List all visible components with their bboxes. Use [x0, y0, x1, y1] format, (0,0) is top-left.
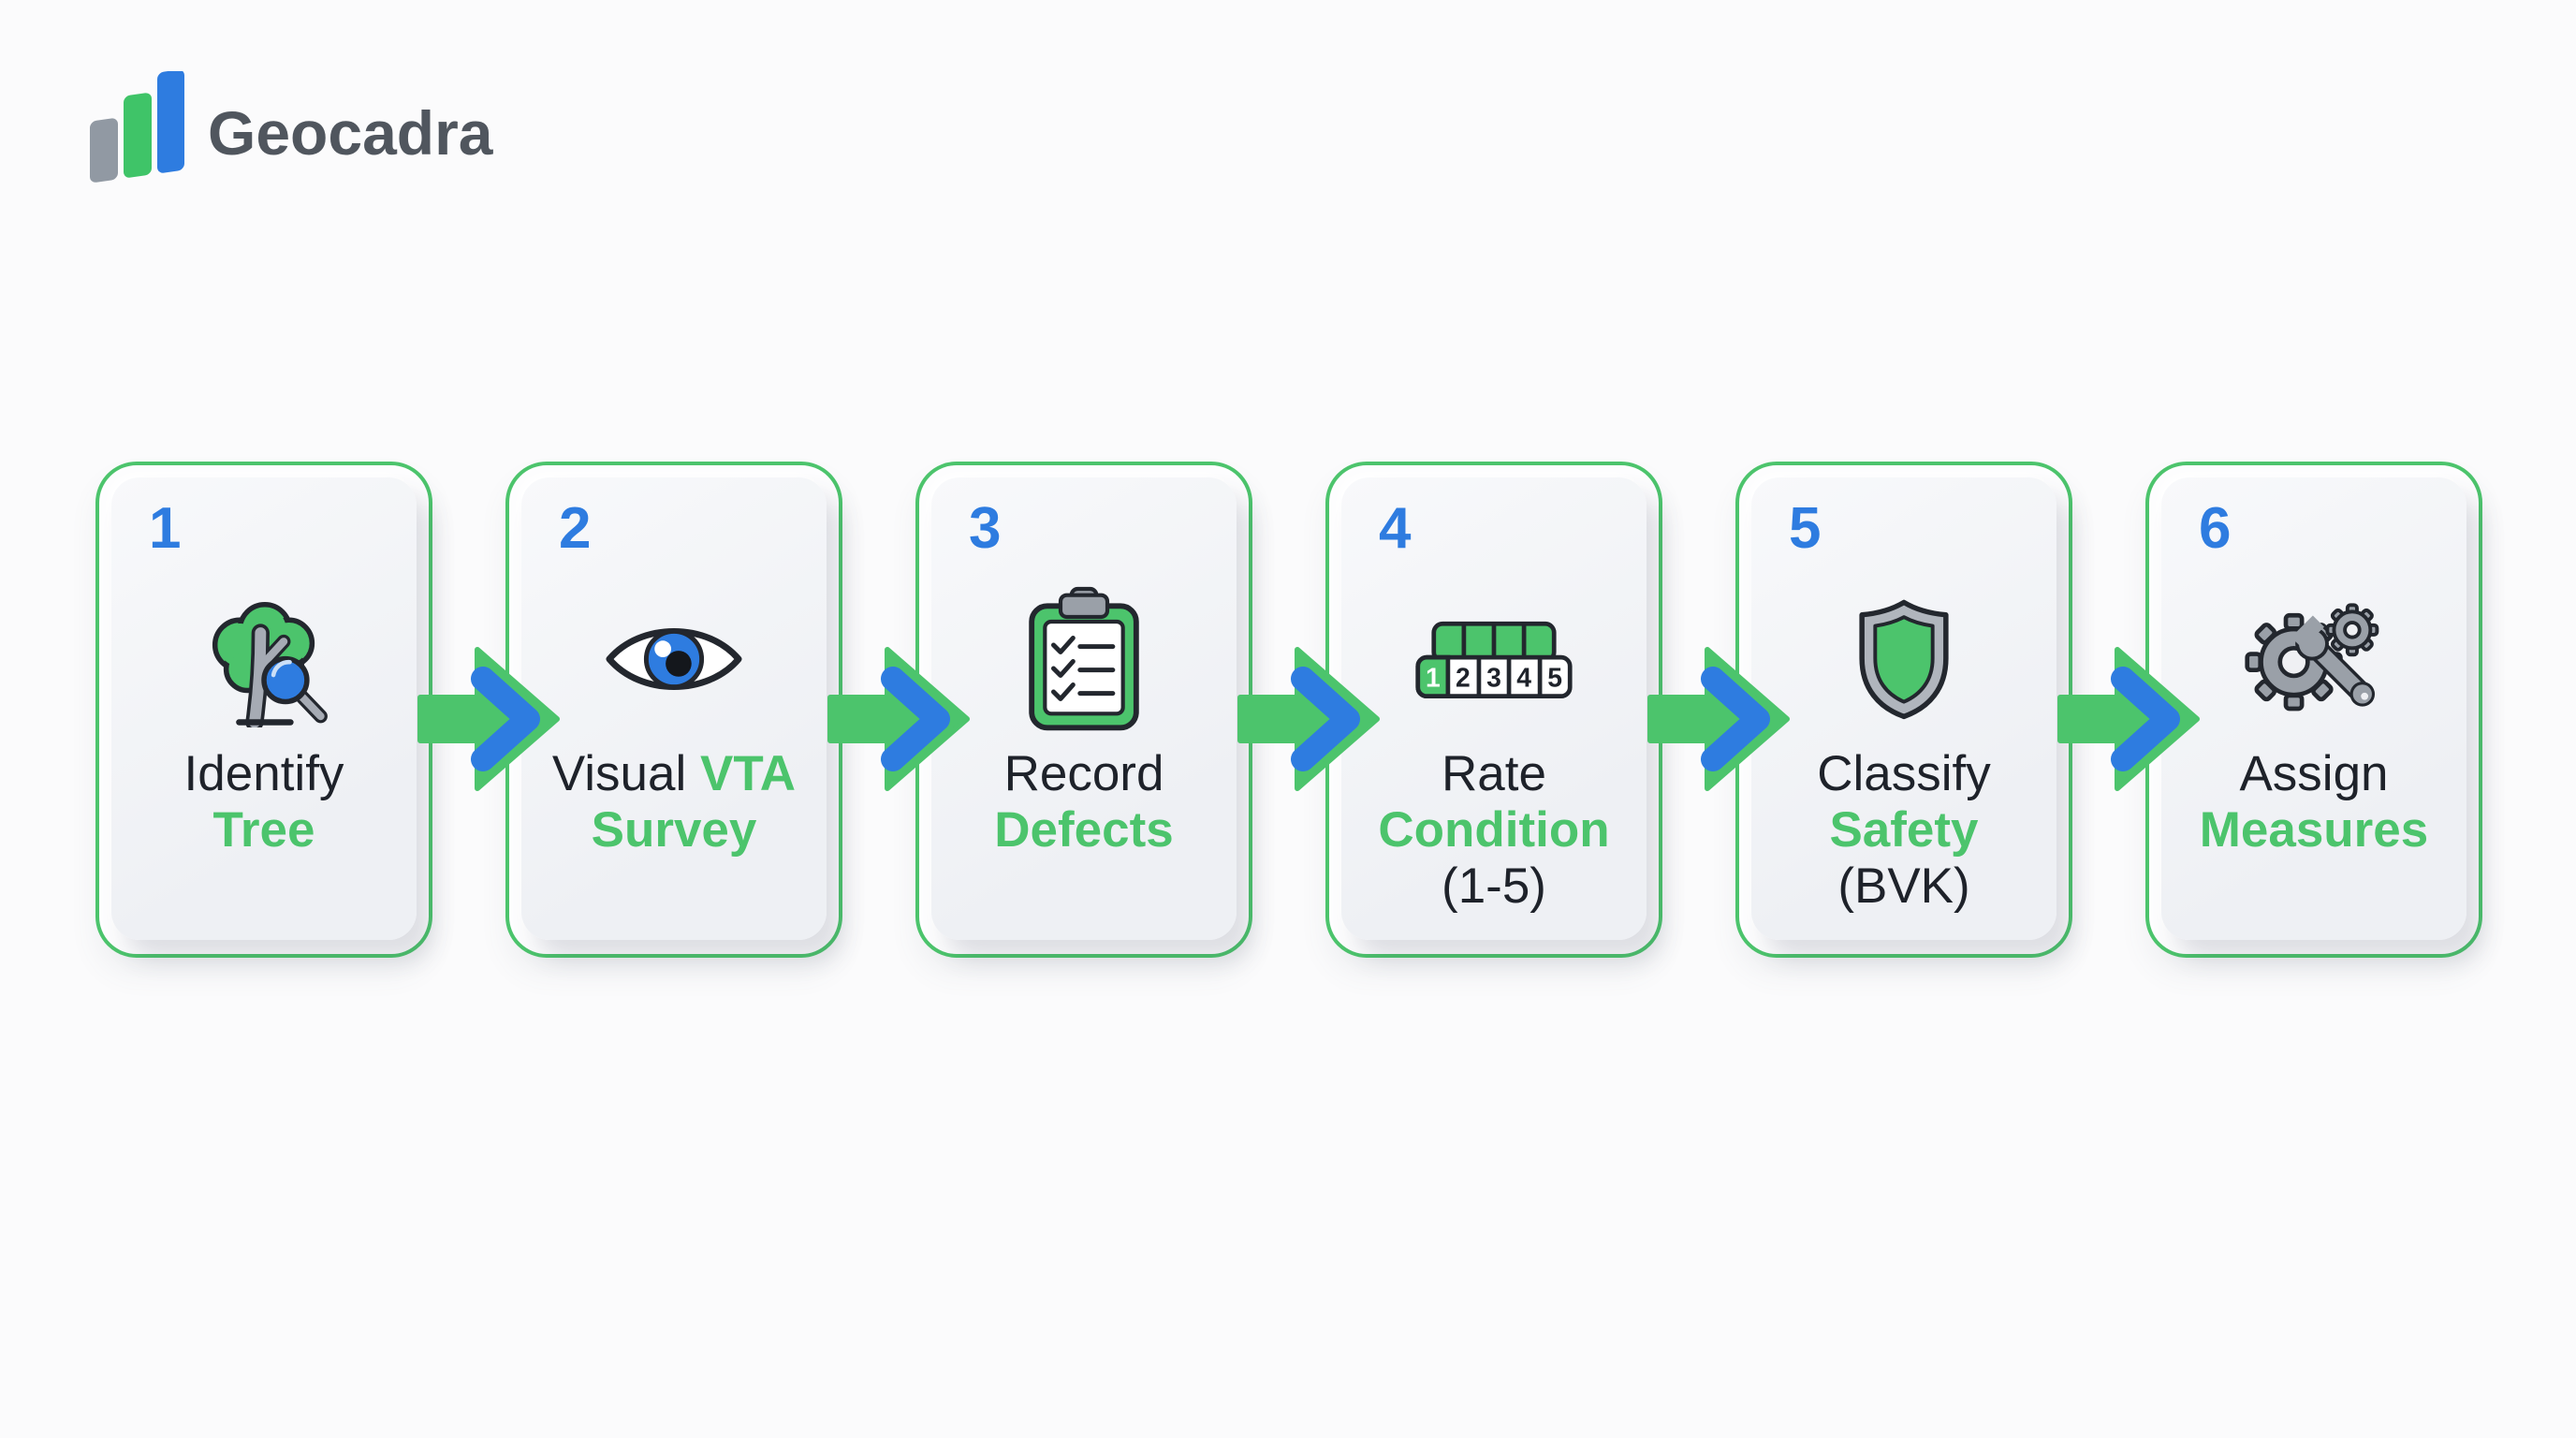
- arrow-right-icon: [417, 647, 560, 791]
- step-number: 5: [1789, 496, 1822, 561]
- svg-text:1: 1: [1426, 663, 1441, 693]
- step-caption: Classify Safety (BVK): [1751, 746, 2056, 915]
- caption-line: Identify: [111, 746, 417, 802]
- arrow-right-icon: [827, 647, 970, 791]
- caption-text: Measures: [2199, 802, 2429, 858]
- step-plate: 2 Visual VTA Survey: [521, 477, 827, 940]
- step-number: 6: [2199, 496, 2232, 561]
- step-plate: 6: [2161, 477, 2466, 940]
- flow-step-6: 6: [2145, 462, 2482, 958]
- caption-line: (1-5): [1341, 858, 1647, 915]
- flow-step-5: 5 Classify Safety (BVK): [1735, 462, 2072, 958]
- caption-text: Safety: [1829, 802, 1979, 858]
- step-caption: Rate Condition (1-5): [1341, 746, 1647, 915]
- svg-text:3: 3: [1486, 663, 1501, 693]
- caption-line: Classify: [1751, 746, 2056, 802]
- caption-line: Defects: [931, 802, 1237, 858]
- step-number: 1: [149, 496, 182, 561]
- rating-scale-icon: 1 2 3 4 5: [1415, 621, 1573, 699]
- arrow-right-icon: [1647, 647, 1790, 791]
- flow-step-4: 4 1 2 3 4 5: [1325, 462, 1662, 958]
- caption-text: Tree: [212, 802, 315, 858]
- caption-text: Visual: [551, 746, 701, 801]
- caption-text: Condition: [1378, 802, 1610, 858]
- eye-icon: [606, 627, 742, 691]
- caption-line: Survey: [521, 802, 827, 858]
- step-number: 3: [969, 496, 1002, 561]
- step-caption: Visual VTA Survey: [521, 746, 827, 858]
- caption-text: Rate: [1442, 746, 1546, 801]
- caption-line: Measures: [2161, 802, 2466, 858]
- caption-text: Identify: [183, 746, 344, 801]
- caption-text: Assign: [2239, 746, 2389, 801]
- clipboard-checklist-icon: [1029, 586, 1139, 731]
- caption-line: Visual VTA: [521, 746, 827, 802]
- logo-bars-icon: [90, 71, 184, 183]
- arrow-right-icon: [1237, 647, 1380, 791]
- caption-text: Survey: [591, 802, 757, 858]
- brand-name: Geocadra: [208, 98, 493, 168]
- tree-magnifier-icon: [212, 601, 328, 727]
- caption-line: Record: [931, 746, 1237, 802]
- step-plate: 1: [111, 477, 417, 940]
- caption-text: (1-5): [1442, 858, 1546, 914]
- step-plate: 4 1 2 3 4 5: [1341, 477, 1647, 940]
- step-caption: Record Defects: [931, 746, 1237, 858]
- gears-wrench-icon: [2245, 603, 2379, 712]
- step-number: 2: [559, 496, 592, 561]
- shield-icon: [1859, 599, 1949, 720]
- flow-step-2: 2 Visual VTA Survey: [505, 462, 842, 958]
- caption-text: (BVK): [1837, 858, 1970, 914]
- flow-step-1: 1: [95, 462, 432, 958]
- svg-text:4: 4: [1516, 663, 1531, 693]
- caption-line: Condition: [1341, 802, 1647, 858]
- caption-text: VTA: [700, 746, 797, 801]
- caption-line: Assign: [2161, 746, 2466, 802]
- svg-text:5: 5: [1547, 663, 1562, 693]
- caption-text: Defects: [994, 802, 1174, 858]
- svg-text:2: 2: [1456, 663, 1471, 693]
- step-plate: 3 Record Defects: [931, 477, 1237, 940]
- caption-line: Rate: [1341, 746, 1647, 802]
- caption-line: Safety: [1751, 802, 2056, 858]
- arrow-right-icon: [2057, 647, 2200, 791]
- step-number: 4: [1379, 496, 1412, 561]
- caption-line: Tree: [111, 802, 417, 858]
- caption-text: Classify: [1817, 746, 1991, 801]
- step-plate: 5 Classify Safety (BVK): [1751, 477, 2056, 940]
- caption-text: Record: [1003, 746, 1164, 801]
- step-caption: Identify Tree: [111, 746, 417, 858]
- caption-line: (BVK): [1751, 858, 2056, 915]
- flow-step-3: 3 Record Defects: [915, 462, 1252, 958]
- step-caption: Assign Measures: [2161, 746, 2466, 858]
